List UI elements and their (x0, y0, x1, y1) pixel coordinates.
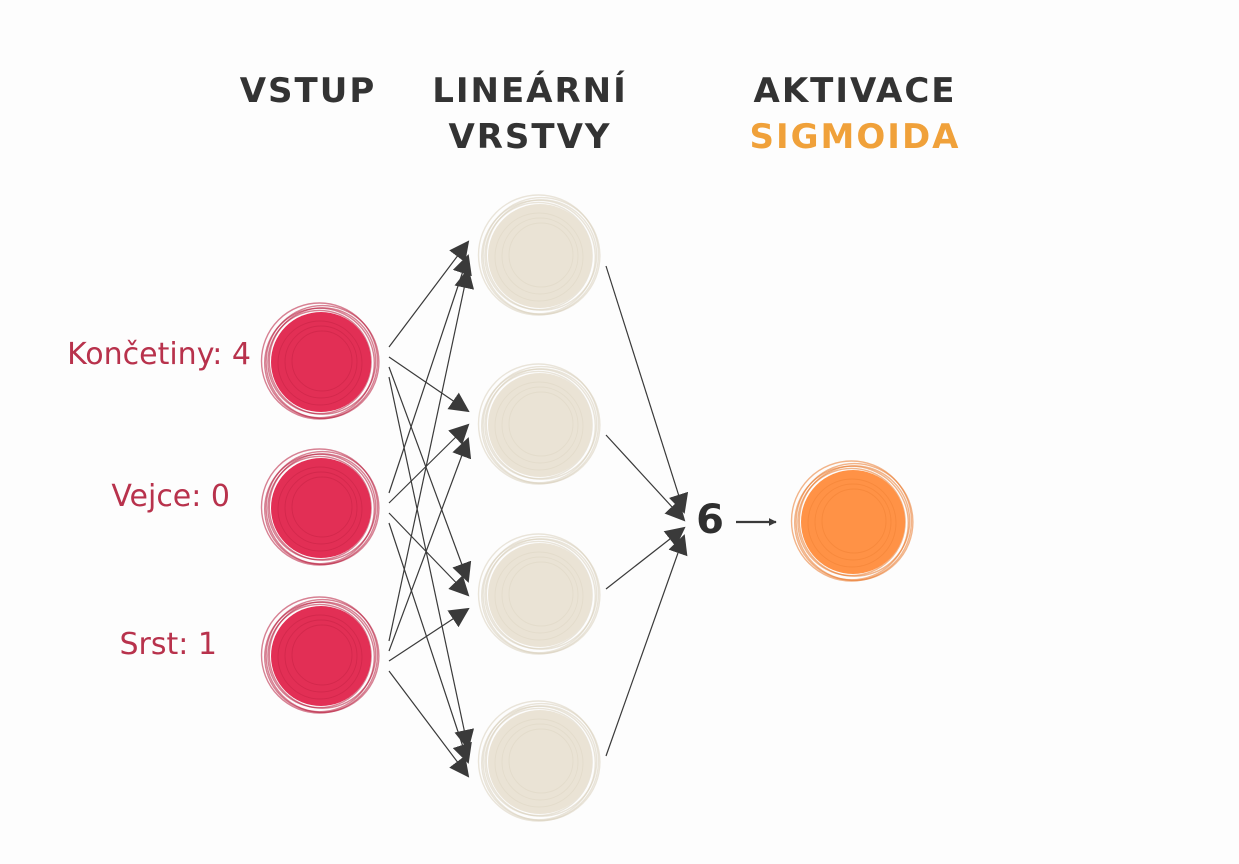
hidden-node-3 (477, 700, 601, 822)
header-linear-layers: LINEÁRNÍ VRSTVY (400, 68, 660, 160)
edge-input-1-hidden-0 (388, 254, 472, 494)
edge-input-2-hidden-1 (388, 437, 472, 652)
hidden-node-0 (477, 194, 601, 316)
edge-input-2-hidden-2 (388, 607, 470, 662)
input-label-fur: Srst: 1 (119, 627, 218, 662)
header-activation: AKTIVACE SIGMOIDA (720, 68, 990, 160)
network-nodes (260, 194, 914, 822)
edge-input-1-hidden-1 (388, 423, 470, 504)
header-input: VSTUP (239, 71, 377, 111)
edge-hidden-1-sum (605, 434, 686, 522)
input-label-eggs: Vejce: 0 (111, 479, 230, 514)
edge-hidden-3-sum (605, 534, 688, 757)
weighted-sum-value: 6 (696, 497, 724, 543)
edge-input-0-hidden-3 (388, 376, 475, 750)
edge-input-1-hidden-2 (388, 512, 470, 597)
input-node-limbs (260, 302, 380, 420)
edge-input-0-hidden-2 (388, 366, 472, 583)
hidden-node-2 (477, 533, 601, 655)
header-linear-line1: LINEÁRNÍ (432, 71, 628, 111)
input-label-limbs: Končetiny: 4 (67, 337, 251, 372)
header-linear-line2: VRSTVY (448, 117, 612, 157)
edge-input-2-hidden-0 (388, 268, 475, 642)
edge-input-1-hidden-3 (388, 522, 472, 764)
edge-input-0-hidden-0 (388, 240, 470, 348)
input-node-eggs (260, 448, 380, 566)
hidden-node-1 (477, 363, 601, 485)
edge-hidden-2-sum (605, 526, 686, 590)
output-node-sigmoid (790, 460, 914, 582)
header-activation-title: AKTIVACE (753, 71, 957, 111)
edge-hidden-0-sum (605, 265, 689, 514)
edge-input-2-hidden-3 (388, 670, 470, 778)
connection-edges (388, 240, 777, 778)
edge-input-0-hidden-1 (388, 356, 470, 413)
input-node-fur (260, 596, 380, 714)
header-activation-type: SIGMOIDA (749, 117, 961, 157)
